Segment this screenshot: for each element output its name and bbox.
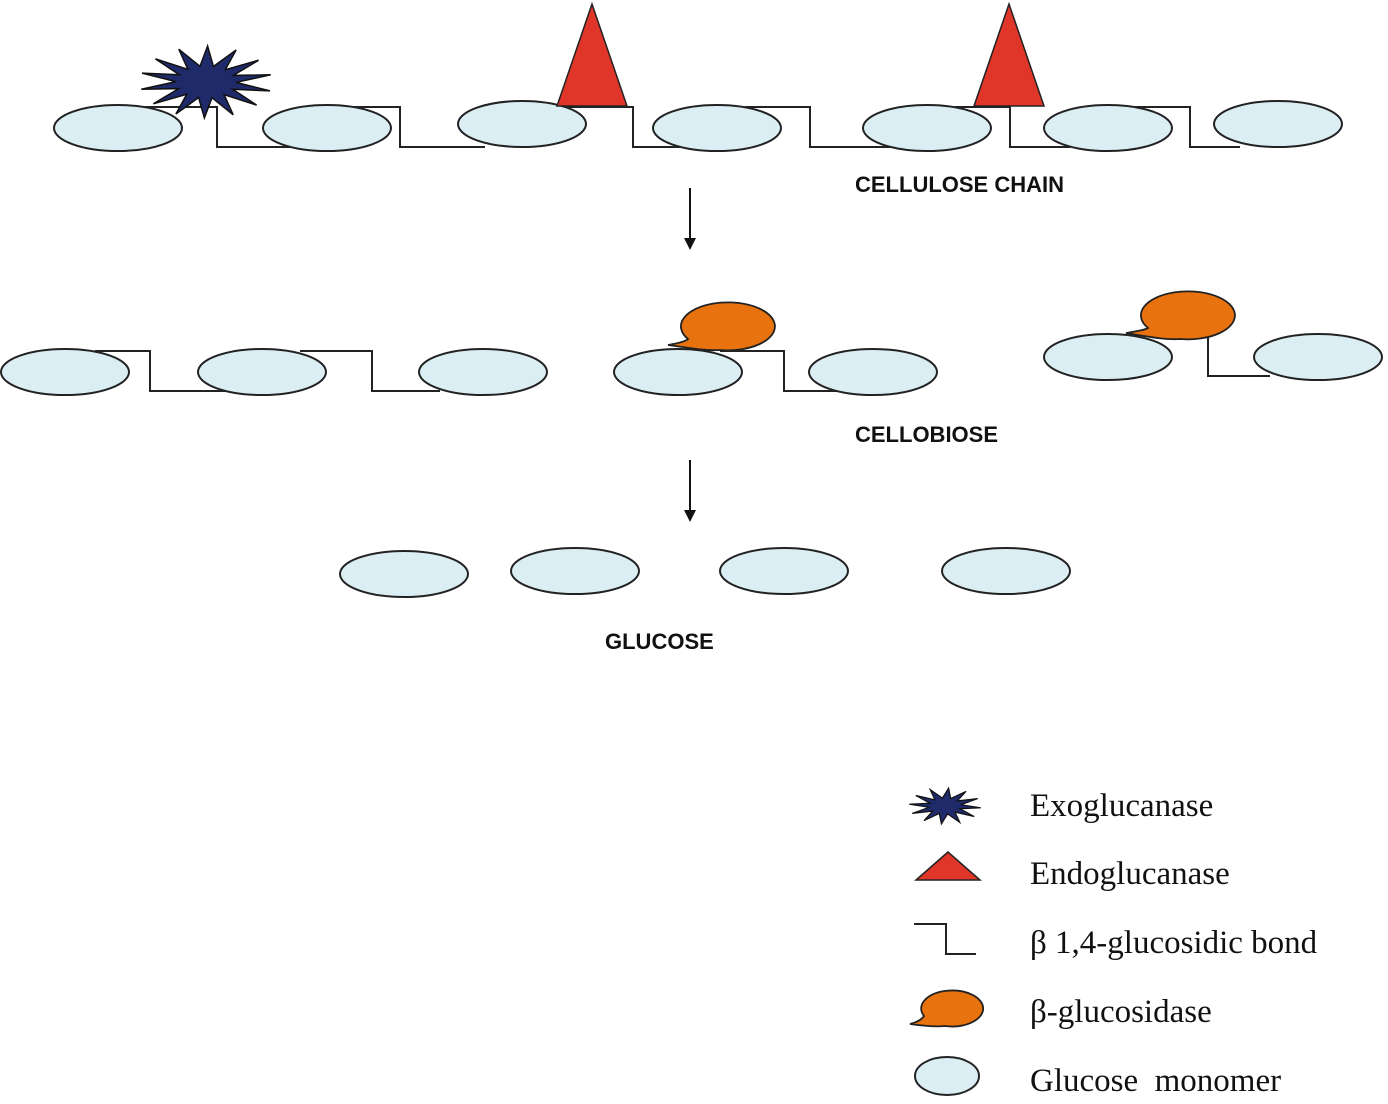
glucosidic-bond: [955, 106, 1070, 148]
legend: Exoglucanase Endoglucanase β 1,4-glucosi…: [909, 786, 1318, 1099]
glucose-monomer: [418, 348, 548, 396]
down-arrow-icon: [684, 460, 696, 522]
cellulose-chain-row: CELLULOSE CHAIN: [53, 1, 1343, 197]
glucose-monomer: [510, 547, 640, 595]
cellobiose-row: CELLOBIOSE: [0, 290, 1383, 447]
glucosidic-bond: [555, 106, 680, 148]
glucose-monomer: [197, 348, 327, 396]
legend-label-glucose-monomer: Glucose monomer: [1030, 1063, 1281, 1099]
glucose-monomer: [0, 348, 130, 396]
endoglucanase-icon: [555, 1, 629, 107]
exoglucanase-legend-icon: [909, 786, 981, 826]
down-arrow-icon: [684, 188, 696, 250]
glucose-monomer: [1043, 333, 1173, 381]
beta-glucosidase-icon: [1125, 290, 1236, 341]
glucose-monomer: [808, 348, 938, 396]
glucosidic-bond-legend-icon: [914, 923, 976, 955]
legend-label-exoglucanase: Exoglucanase: [1030, 788, 1213, 824]
stage-label-cellobiose: CELLOBIOSE: [855, 422, 998, 447]
glucose-monomer-legend-icon: [914, 1056, 980, 1096]
glucose-row: GLUCOSE: [339, 547, 1071, 654]
exoglucanase-icon: [141, 43, 271, 121]
glucose-monomer: [652, 104, 782, 152]
glucose-monomer: [1253, 333, 1383, 381]
glucose-monomer: [719, 547, 849, 595]
glucose-monomer: [53, 104, 183, 152]
endoglucanase-legend-icon: [914, 851, 982, 881]
beta-glucosidase-legend-icon: [909, 989, 985, 1028]
legend-label-beta-glucosidase: β-glucosidase: [1030, 994, 1212, 1030]
glucose-monomer: [1043, 104, 1173, 152]
glucosidic-bond: [720, 350, 840, 392]
glucose-monomer: [613, 348, 743, 396]
glucose-monomer: [457, 100, 587, 148]
glucosidic-bond: [95, 350, 225, 392]
glucose-monomer: [1213, 100, 1343, 148]
glucose-monomer: [862, 104, 992, 152]
glucose-monomer: [941, 547, 1071, 595]
beta-glucosidase-icon: [667, 301, 776, 352]
stage-label-cellulose-chain: CELLULOSE CHAIN: [855, 172, 1064, 197]
glucosidic-bond: [300, 350, 440, 392]
glucosidic-bond: [1135, 106, 1240, 148]
legend-label-endoglucanase: Endoglucanase: [1030, 856, 1230, 892]
legend-label-bond: β 1,4-glucosidic bond: [1030, 925, 1318, 961]
glucose-monomer: [339, 550, 469, 598]
glucose-monomer: [262, 104, 392, 152]
glucosidic-bond: [745, 106, 890, 148]
glucosidic-bond: [328, 106, 485, 148]
endoglucanase-icon: [972, 1, 1046, 107]
stage-label-glucose: GLUCOSE: [605, 629, 714, 654]
